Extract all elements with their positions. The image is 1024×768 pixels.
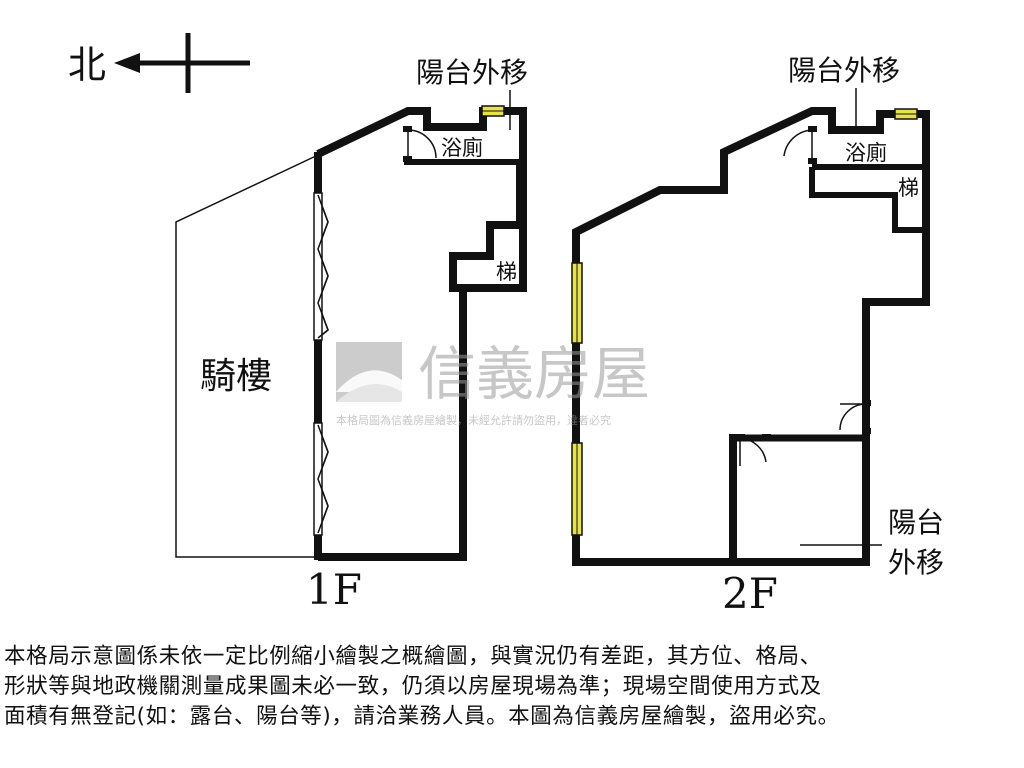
door-hinge-icon — [808, 126, 817, 132]
floor-1-north-wall — [316, 107, 527, 166]
watermark-brand: 信義房屋 — [418, 340, 650, 408]
floor-1-opening-upper — [313, 192, 323, 341]
floor-1-balcony-note: 陽台外移 — [416, 56, 528, 89]
door-hinge-icon — [808, 158, 817, 164]
floor-2-east-door — [839, 403, 867, 431]
north-compass: 北 — [68, 33, 250, 93]
disclaimer-text: 本格局示意圖係未依一定比例縮小繪製之概繪圖，與實況仍有差距，其方位、格局、 形狀… — [4, 642, 1020, 732]
door-hinge-icon — [403, 126, 412, 132]
floor-1-folding-door-lower-overlay — [317, 424, 329, 534]
floor-1-stair-label: 梯 — [496, 260, 517, 284]
brand-logo-icon — [336, 342, 402, 402]
north-label: 北 — [68, 43, 106, 87]
floor-1-walls — [318, 162, 524, 561]
disclaimer-line-3: 面積有無登記(如：露台、陽台等)，請洽業務人員。本圖為信義房屋繪製，盜用必究。 — [4, 704, 840, 729]
floor-2-bottom-balcony-note-line2: 外移 — [888, 546, 944, 579]
floor-2-label: 2F — [722, 569, 778, 618]
floor-1-bath-door — [407, 129, 437, 159]
floor-1-label: 1F — [306, 565, 362, 614]
floor-2-top-balcony-note: 陽台外移 — [788, 54, 900, 87]
floor-2-bath-label: 浴廁 — [845, 141, 887, 165]
floor-plan-diagram: 北 騎樓 陽台外移 浴廁 梯 1F — [68, 33, 944, 618]
watermark: 信義房屋 本格局圖為信義房屋繪製，未經允許請勿盜用，違者必究 — [336, 340, 650, 427]
floor-2-balcony-door — [739, 437, 767, 466]
door-hinge-icon — [736, 434, 745, 440]
door-hinge-icon — [762, 434, 771, 440]
floor-2-stair-walls — [809, 167, 930, 233]
floor-2-stair-label: 梯 — [898, 176, 919, 200]
arcade-label: 騎樓 — [200, 356, 272, 397]
door-hinge-icon — [862, 400, 871, 406]
floor-2-plan: 陽台外移 浴廁 梯 陽台 外移 2F — [571, 54, 944, 618]
floor-2-bottom-balcony-note-line1: 陽台 — [888, 506, 944, 539]
floor-1-bath-label: 浴廁 — [441, 136, 483, 160]
door-hinge-icon — [862, 428, 871, 434]
disclaimer-line-1: 本格局示意圖係未依一定比例縮小繪製之概繪圖，與實況仍有差距，其方位、格局、 — [4, 644, 822, 669]
floor-2-outer-walls — [572, 107, 930, 562]
door-hinge-icon — [403, 156, 412, 162]
floor-1-folding-door-upper-overlay — [317, 194, 329, 339]
watermark-notice: 本格局圖為信義房屋繪製，未經允許請勿盜用，違者必究 — [336, 413, 611, 427]
floor-2-bath-door — [783, 129, 813, 160]
north-arrowhead-icon — [114, 53, 140, 73]
floor-1-plan: 騎樓 陽台外移 浴廁 梯 1F — [175, 56, 528, 614]
disclaimer-line-2: 形狀等與地政機關測量成果圖未必一致，仍須以房屋現場為準；現場空間使用方式及 — [4, 674, 822, 699]
